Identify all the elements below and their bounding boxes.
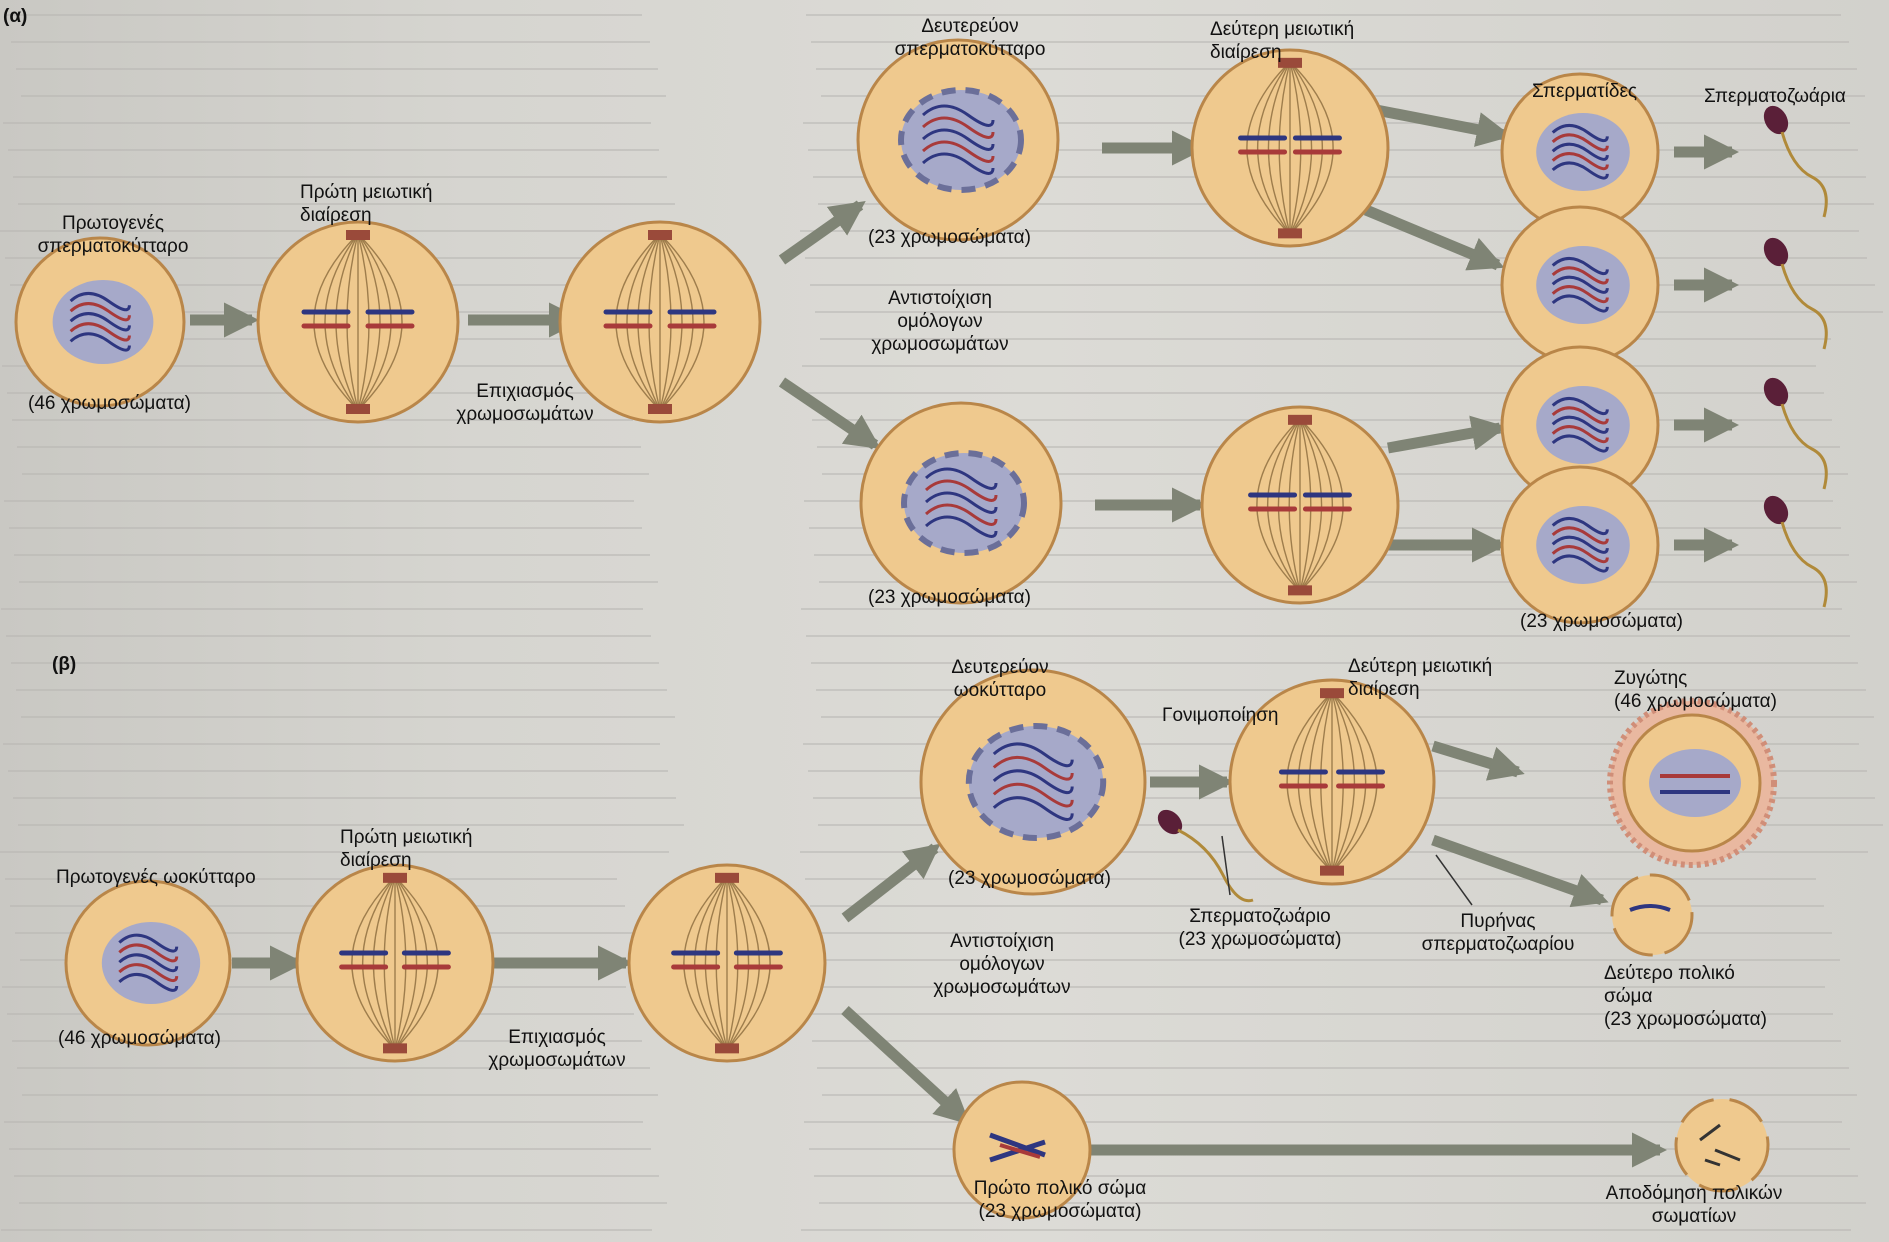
primary-oocyte-label: Πρωτογενές ωοκύτταρο <box>56 866 256 889</box>
sperm-tail <box>1782 264 1826 349</box>
cell-membrane <box>1612 875 1692 955</box>
spermatozoa-label: Σπερματοζωάρια <box>1704 85 1846 108</box>
nucleus <box>901 90 1021 190</box>
sperm-head <box>1759 492 1793 529</box>
centrosome <box>1278 228 1302 238</box>
homologs-label-b: Αντιστοίχιση ομόλογων χρωμοσωμάτων <box>902 930 1102 999</box>
spermatozoon <box>1759 374 1826 489</box>
sperm-tail <box>1782 522 1826 607</box>
part-b-letter: (β) <box>52 653 76 676</box>
first-division-label-b: Πρώτη μειωτική διαίρεση <box>340 826 472 872</box>
first-polar-body-label: Πρώτο πολικό σώμα (23 χρωμοσώματα) <box>940 1177 1180 1223</box>
second-polar-body-label: Δεύτερο πολικό σώμα (23 χρωμοσώματα) <box>1604 962 1767 1031</box>
sperm-label: Σπερματοζωάριο (23 χρωμοσώματα) <box>1140 905 1380 951</box>
nucleus <box>1536 386 1630 464</box>
centrosome <box>1288 415 1312 425</box>
final-count-label: (23 χρωμοσώματα) <box>1520 610 1683 633</box>
centrosome <box>715 1043 739 1053</box>
arrow <box>1388 428 1500 448</box>
secondary-spermatocyte-top <box>858 40 1058 240</box>
second-polar-body <box>1612 875 1692 955</box>
centrosome <box>1320 688 1344 698</box>
centrosome <box>1288 585 1312 595</box>
primary-spermatocyte <box>16 238 184 406</box>
centrosome <box>346 404 370 414</box>
second-division-label-b: Δεύτερη μειωτική διαίρεση <box>1348 655 1492 701</box>
nucleus <box>102 922 200 1004</box>
spermatids-label: Σπερματίδες <box>1532 80 1637 103</box>
sperm-head <box>1153 805 1187 839</box>
nucleus <box>53 280 154 364</box>
sperm-tail <box>1178 830 1253 901</box>
nucleus <box>969 726 1103 838</box>
arrow <box>1433 746 1518 772</box>
nucleus <box>1536 506 1630 584</box>
synapsis-label-a: Επιχιασμός χρωμοσωμάτων <box>430 380 620 426</box>
degrading-polar-bodies <box>1676 1099 1768 1191</box>
centrosome <box>346 230 370 240</box>
pointer-line <box>1222 836 1230 895</box>
zygote <box>1610 701 1774 865</box>
nucleus <box>904 453 1024 553</box>
secondary-spermatocyte-bottom <box>861 403 1061 603</box>
cell-membrane <box>1676 1099 1768 1191</box>
centrosome <box>648 230 672 240</box>
centrosome <box>715 873 739 883</box>
centrosome <box>648 404 672 414</box>
homolog-pairing-cell-b <box>629 865 825 1061</box>
synapsis-label-b: Επιχιασμός χρωμοσωμάτων <box>462 1026 652 1072</box>
nucleus <box>1649 749 1741 817</box>
pointer-line <box>1436 855 1472 905</box>
arrow <box>845 1010 965 1120</box>
primary-oocyte-count: (46 χρωμοσώματα) <box>58 1027 221 1050</box>
second-division-cell-a-bottom <box>1202 407 1398 603</box>
sperm-head <box>1759 374 1793 411</box>
primary-oocyte <box>66 881 230 1045</box>
primary-spermatocyte-count: (46 χρωμοσώματα) <box>28 392 191 415</box>
arrow <box>1433 840 1602 900</box>
secondary-oocyte <box>921 670 1145 894</box>
primary-spermatocyte-label: Πρωτογενές σπερματοκύτταρο <box>18 212 208 258</box>
spermatozoon <box>1759 102 1826 217</box>
homologs-label-a: Αντιστοίχιση ομόλογων χρωμοσωμάτων <box>840 287 1040 356</box>
fertilization-label: Γονιμοποίηση <box>1162 704 1279 727</box>
spermatozoon <box>1759 492 1826 607</box>
secondary-count-bottom: (23 χρωμοσώματα) <box>868 586 1031 609</box>
second-division-label-a: Δεύτερη μειωτική διαίρεση <box>1210 18 1354 64</box>
arrow <box>845 848 935 918</box>
secondary-count-top: (23 χρωμοσώματα) <box>868 226 1031 249</box>
secondary-oocyte-count: (23 χρωμοσώματα) <box>948 867 1111 890</box>
sperm-tail <box>1782 404 1826 489</box>
first-division-cell-a <box>258 222 458 422</box>
second-division-cell-a-top <box>1192 50 1388 246</box>
polar-degradation-label: Αποδόμηση πολικών σωματίων <box>1584 1182 1804 1228</box>
secondary-oocyte-label: Δευτερεύον ωοκύτταρο <box>925 656 1075 702</box>
sperm-head <box>1759 234 1793 271</box>
sperm-nucleus-label: Πυρήνας σπερματοζωαρίου <box>1398 910 1598 956</box>
spermatid-4 <box>1502 467 1658 623</box>
arrow <box>1366 210 1498 265</box>
centrosome <box>383 873 407 883</box>
nucleus <box>1536 246 1630 324</box>
arrow <box>782 205 860 260</box>
sperm-tail <box>1782 132 1826 217</box>
first-division-label-a: Πρώτη μειωτική διαίρεση <box>300 181 432 227</box>
arrow <box>782 382 875 445</box>
spermatid-2 <box>1502 207 1658 363</box>
zygote-label: Ζυγώτης (46 χρωμοσώματα) <box>1614 667 1777 713</box>
secondary-spermatocyte-label: Δευτερεύον σπερματοκύτταρο <box>850 15 1090 61</box>
centrosome <box>1320 866 1344 876</box>
part-a-letter: (α) <box>3 5 27 28</box>
nucleus <box>1536 113 1630 191</box>
spermatozoon <box>1759 234 1826 349</box>
centrosome <box>383 1043 407 1053</box>
